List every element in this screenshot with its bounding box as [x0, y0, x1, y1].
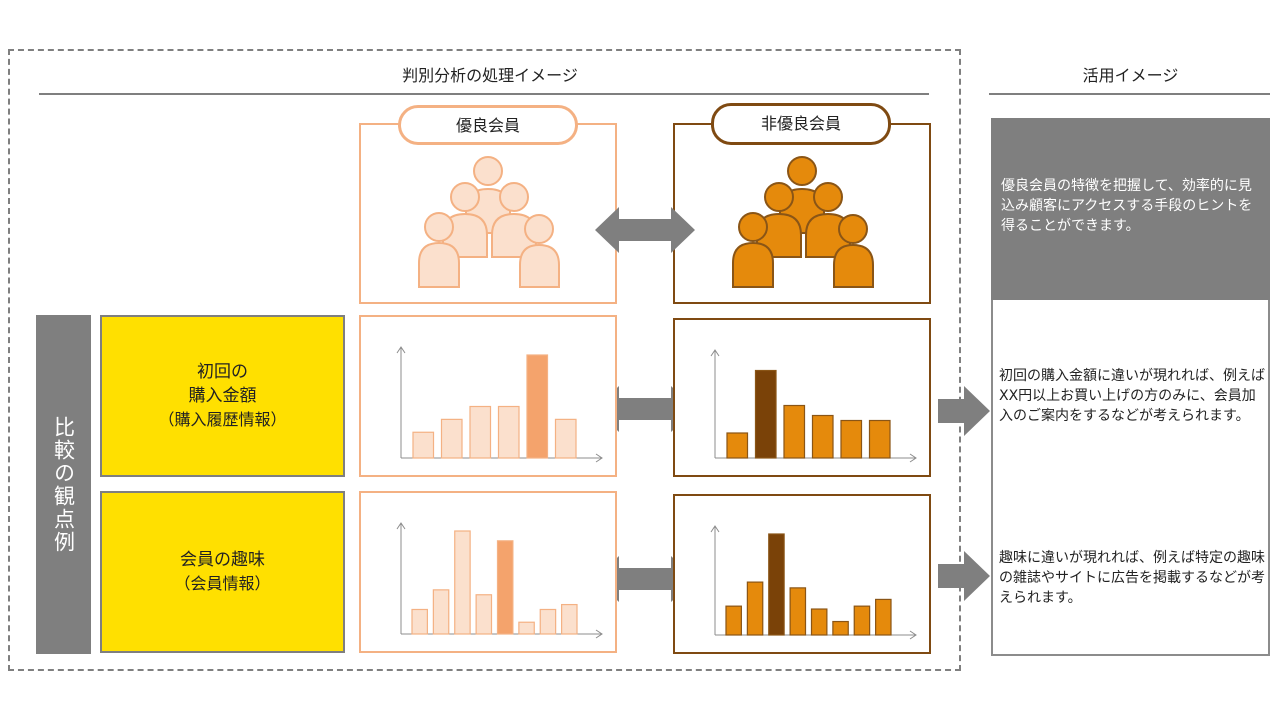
bar — [840, 419, 863, 459]
good-members-box — [359, 123, 617, 304]
bad-members-people-icon — [732, 156, 874, 288]
bar — [554, 418, 577, 459]
bar — [440, 418, 463, 459]
bar — [832, 620, 849, 636]
bar — [868, 419, 891, 459]
x-axis-arrowhead — [595, 629, 603, 639]
row-hobby-sub: （会員情報） — [174, 574, 271, 593]
bar — [875, 598, 892, 636]
compare-double-arrow-icon — [595, 386, 695, 432]
x-axis-arrowhead — [909, 453, 917, 463]
bar — [725, 605, 742, 636]
bar-chart-good-purchase — [396, 346, 603, 463]
row-hobby-line1: 会員の趣味 — [180, 550, 265, 570]
bar — [518, 621, 535, 635]
bar-chart-bad-hobby — [710, 525, 917, 640]
bar — [810, 608, 828, 636]
bar — [454, 530, 471, 635]
bar — [432, 589, 450, 635]
chart-box-good-hobby — [359, 491, 617, 653]
row-first-purchase-line2: 購入金額 — [188, 386, 257, 406]
y-axis-arrowhead — [396, 522, 406, 530]
bar — [526, 354, 549, 459]
row-first-purchase-line1: 初回の — [197, 362, 248, 382]
usage-title-rule — [989, 93, 1270, 95]
bar — [496, 540, 514, 635]
bar — [811, 414, 834, 459]
bad-members-label: 非優良会員 — [711, 103, 891, 145]
bar-chart-bad-purchase — [710, 349, 917, 463]
bar — [411, 608, 428, 635]
usage-section-title: 活用イメージ — [1082, 66, 1179, 85]
compare-double-arrow-icon — [595, 207, 695, 253]
analysis-section-title: 判別分析の処理イメージ — [402, 66, 578, 85]
bar — [726, 432, 749, 459]
usage-summary: 優良会員の特徴を把握して、効率的に見込み顧客にアクセスする手段のヒントを得ること… — [991, 118, 1270, 300]
usage-note-purchase: 初回の購入金額に違いが現れれば、例えばXX円以上お買い上げの方のみに、会員加入の… — [999, 368, 1265, 424]
bad-members-box — [673, 123, 931, 304]
bar — [754, 369, 777, 459]
bar — [746, 581, 764, 636]
comparison-viewpoint-text: 比較の観点例 — [51, 415, 76, 554]
row-first-purchase-box: 初回の 購入金額 （購入履歴情報） — [100, 315, 345, 477]
compare-double-arrow-icon — [595, 556, 695, 602]
bar — [469, 405, 492, 459]
y-axis-arrowhead — [710, 349, 720, 357]
comparison-viewpoint-label: 比較の観点例 — [36, 315, 91, 654]
chart-box-good-purchase — [359, 315, 617, 477]
row-hobby-box: 会員の趣味 （会員情報） — [100, 491, 345, 653]
bar — [497, 405, 520, 459]
bar — [539, 608, 557, 635]
good-members-people-icon — [418, 156, 560, 288]
usage-note-hobby: 趣味に違いが現れれば、例えば特定の趣味の雑誌やサイトに広告を掲載するなどが考えら… — [999, 550, 1265, 606]
chart-box-bad-purchase — [673, 318, 931, 477]
analysis-title-rule — [39, 93, 929, 95]
chart-box-bad-hobby — [673, 494, 931, 654]
bar — [789, 587, 807, 636]
y-axis-arrowhead — [396, 346, 406, 354]
bar — [412, 431, 435, 459]
bar — [561, 603, 578, 635]
right-arrow-icon — [938, 551, 990, 601]
right-arrow-icon — [938, 386, 990, 436]
bar — [475, 594, 493, 635]
bar — [783, 404, 806, 459]
x-axis-arrowhead — [909, 630, 917, 640]
analysis-frame — [8, 49, 961, 671]
y-axis-arrowhead — [710, 525, 720, 533]
row-first-purchase-sub: （購入履歴情報） — [158, 410, 287, 429]
bar — [768, 533, 785, 636]
x-axis-arrowhead — [595, 453, 603, 463]
bar — [853, 605, 871, 636]
bar-chart-good-hobby — [396, 522, 603, 639]
good-members-label: 優良会員 — [398, 105, 578, 145]
